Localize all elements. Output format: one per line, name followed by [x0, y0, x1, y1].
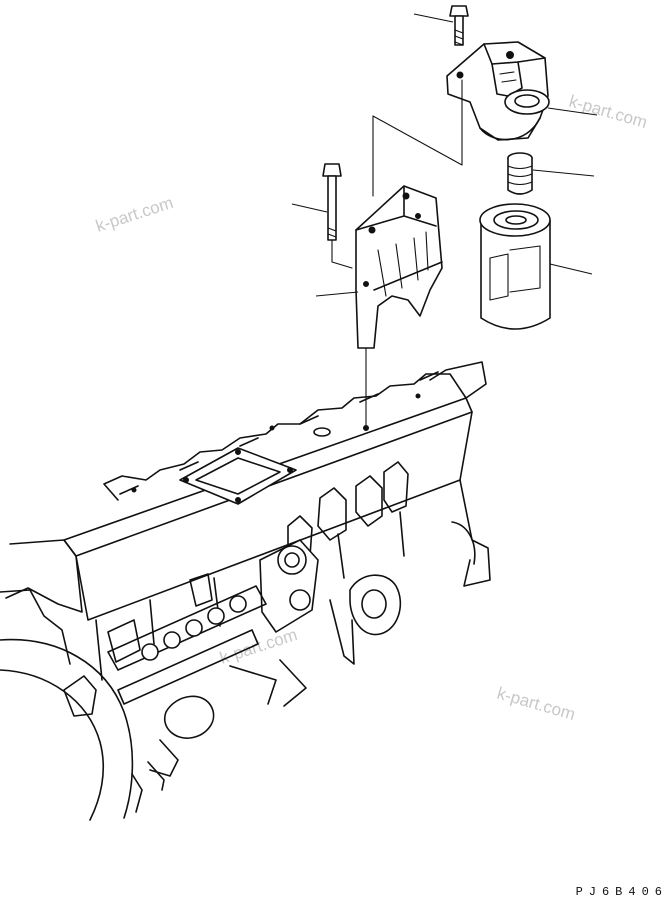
oil-filter-icon	[479, 203, 593, 330]
watermark-4: k-part.com	[217, 625, 299, 668]
filter-head-icon	[372, 41, 598, 197]
figure-code: PJ6B406	[575, 885, 668, 899]
engine-block-icon	[0, 361, 491, 821]
watermark-3: k-part.com	[495, 684, 577, 724]
watermark-2: k-part.com	[93, 193, 175, 236]
watermarks: k-part.com k-part.com k-part.com k-part.…	[93, 92, 649, 724]
bolt-left-icon	[291, 163, 353, 269]
bracket-icon	[315, 185, 443, 429]
watermark-1: k-part.com	[567, 92, 649, 132]
nipple-icon	[507, 152, 595, 195]
bolt-upper-icon	[413, 5, 469, 46]
